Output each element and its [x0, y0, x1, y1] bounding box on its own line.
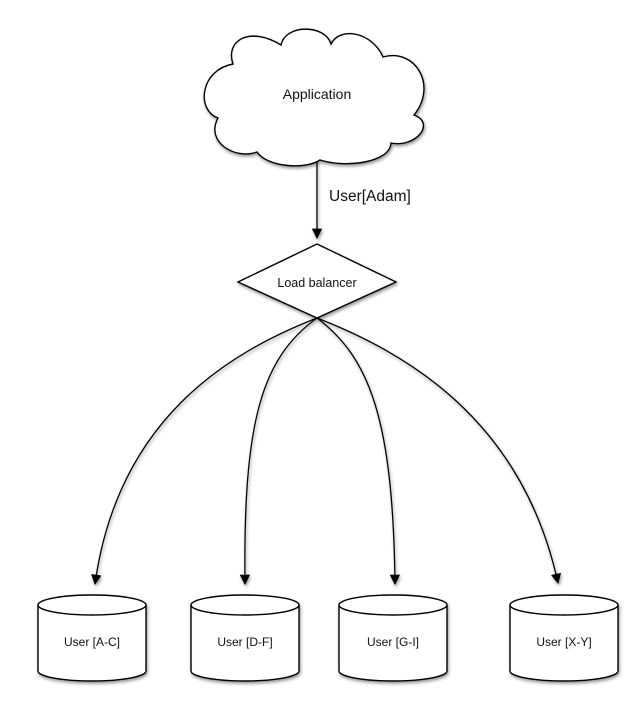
shard-cylinder-g-i — [338, 594, 448, 682]
edge-loadbalancer-to-shard-x-y — [316, 317, 562, 585]
cylinder-top — [190, 594, 300, 616]
edge-loadbalancer-to-shard-g-i — [316, 317, 401, 586]
application-label: Application — [283, 86, 352, 102]
shard-cylinder-a-c — [37, 594, 147, 682]
shard-label-d-f: User [D-F] — [217, 635, 272, 649]
shard-label-a-c: User [A-C] — [64, 635, 120, 649]
cylinder-top — [509, 594, 619, 616]
diagram-labels: Application User[Adam] Load balancer Use… — [64, 86, 592, 649]
cylinder-body — [509, 605, 619, 682]
cylinder-body — [338, 605, 448, 682]
load-balancer-label: Load balancer — [277, 276, 356, 290]
shard-cylinder-d-f — [190, 594, 300, 682]
shard-cylinder-x-y — [509, 594, 619, 682]
cylinder-body — [190, 605, 300, 682]
shard-label-g-i: User [G-I] — [367, 635, 419, 649]
cylinder-top — [37, 594, 147, 616]
shard-label-x-y: User [X-Y] — [536, 635, 591, 649]
cylinder-top — [338, 594, 448, 616]
request-edge-label: User[Adam] — [329, 188, 411, 205]
edge-loadbalancer-to-shard-d-f — [239, 317, 318, 586]
application-cloud-shape — [203, 28, 425, 167]
load-balancer-diamond-shape — [236, 243, 398, 319]
cylinder-body — [37, 605, 147, 682]
edge-loadbalancer-to-shard-a-c — [91, 317, 318, 586]
